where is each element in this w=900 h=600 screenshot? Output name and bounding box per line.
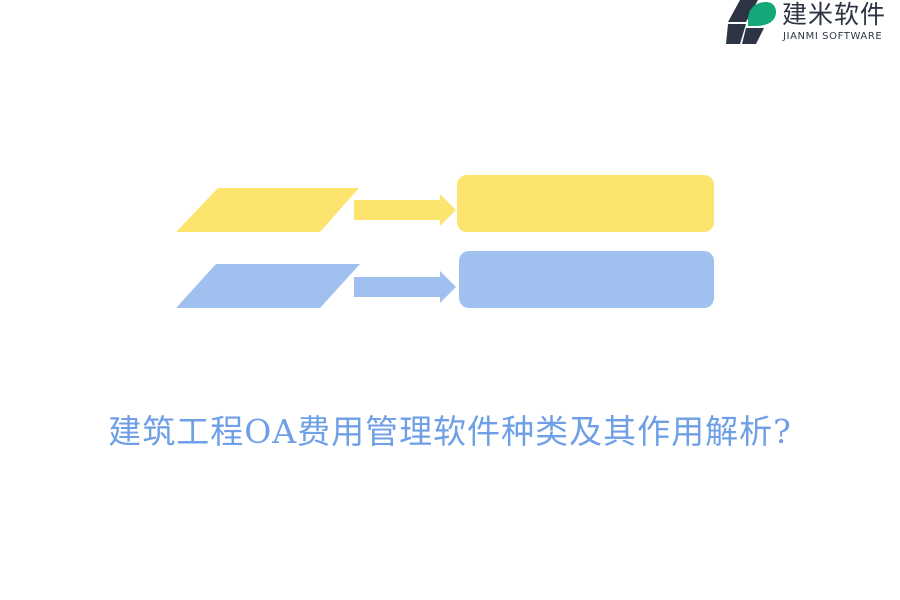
- logo-brand-subtitle: JIANMI SOFTWARE: [783, 31, 883, 42]
- brand-logo: 建米软件 JIANMI SOFTWARE: [726, 0, 900, 46]
- yellow-rounded-box: [457, 175, 714, 232]
- blue-parallelogram: [176, 264, 360, 308]
- blue-arrow: [354, 271, 456, 303]
- jianmi-logo-icon: [726, 0, 776, 44]
- blue-rounded-box: [459, 251, 714, 308]
- yellow-arrow: [354, 194, 456, 226]
- page-title: 建筑工程OA费用管理软件种类及其作用解析?: [108, 412, 792, 451]
- yellow-parallelogram: [176, 188, 359, 232]
- logo-brand-name: 建米软件: [782, 0, 887, 29]
